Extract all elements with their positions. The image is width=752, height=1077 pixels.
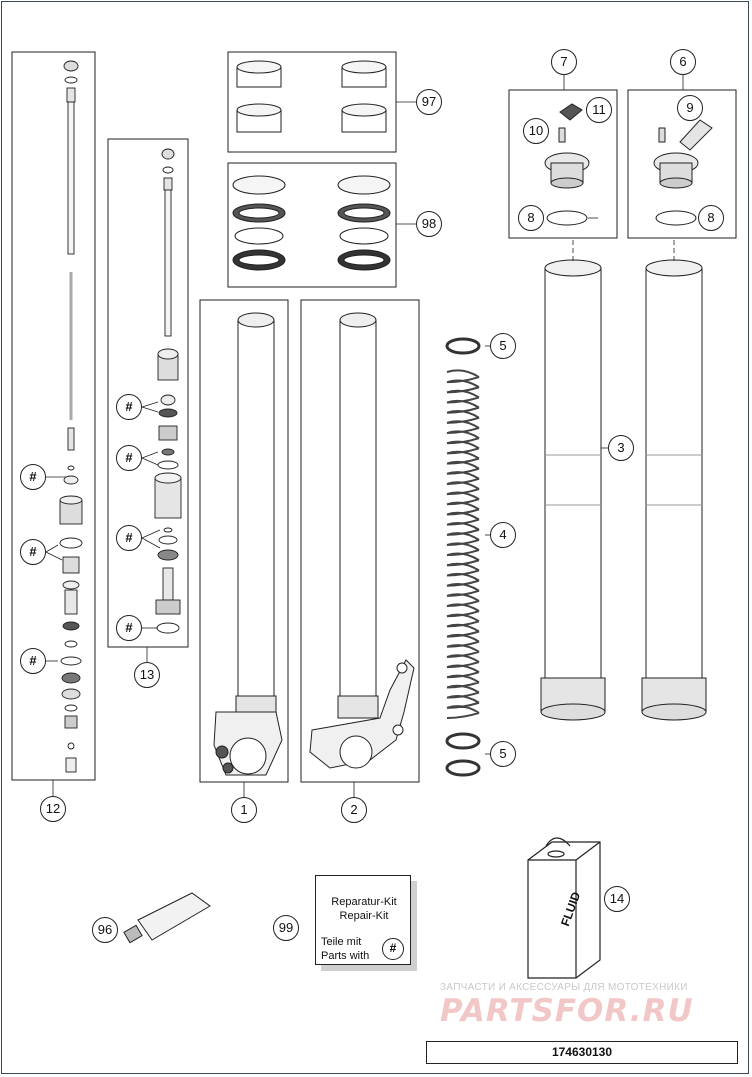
repair-kit-marker-2: # [20,539,46,565]
callout-8-right: 8 [698,205,724,231]
spring-4 [446,369,480,719]
repair-kit-marker-1: # [20,464,46,490]
drawing-number-box: 174630130 [426,1041,738,1064]
callout-99: 99 [273,915,299,941]
group-box-6 [627,89,737,239]
group-box-98 [227,162,397,288]
callout-7: 7 [551,49,577,75]
repair-kit-title-en: Repair-Kit [339,910,389,922]
screw-cap-6 [653,119,713,226]
callout-13: 13 [134,662,160,688]
repair-kit-title-de: Reparatur-Kit [331,896,397,908]
repair-kit-marker-3: # [20,648,46,674]
callout-6: 6 [670,49,696,75]
callout-8-left: 8 [518,205,544,231]
callout-1: 1 [231,797,257,823]
repair-kit-marker-6: # [116,525,142,551]
damper-rod-13 [154,148,182,634]
callout-11: 11 [586,97,612,123]
callout-9: 9 [677,95,703,121]
callout-10: 10 [523,118,549,144]
repair-kit-marker-4: # [116,394,142,420]
outer-tube-left-1 [213,312,283,776]
callout-97: 97 [416,89,442,115]
group-box-12 [11,51,96,781]
seals-98 [232,175,391,271]
callout-96: 96 [92,917,118,943]
group-box-7 [508,89,618,239]
repair-kit-parts-de: Teile mit [321,936,362,948]
repair-kit-marker-5: # [116,445,142,471]
group-box-13 [107,138,189,648]
callout-3: 3 [608,435,634,461]
callout-14: 14 [604,886,630,912]
watermark-tagline: ЗАПЧАСТИ И АКСЕССУАРЫ ДЛЯ МОТОТЕХНИКИ [440,982,688,993]
spring-seat-5-bottom [445,732,481,777]
watermark-brand: PARTSFOR.RU [440,993,694,1029]
repair-kit-box-99: Reparatur-Kit Repair-Kit Teile mit Parts… [315,875,419,971]
inner-tube-left-3 [540,259,606,721]
outer-tube-right-2 [309,312,415,769]
callout-5-bottom: 5 [490,741,516,767]
group-box-2 [300,299,420,783]
repair-kit-card: Reparatur-Kit Repair-Kit Teile mit Parts… [315,875,411,965]
damper-cartridge-12 [59,60,83,773]
callout-4: 4 [490,522,516,548]
callout-12: 12 [40,796,66,822]
screw-cap-7 [544,103,590,226]
repair-kit-symbol: # [382,938,404,960]
bushings-97 [236,60,387,133]
callout-98: 98 [416,211,442,237]
repair-kit-marker-7: # [116,615,142,641]
repair-kit-parts-en: Parts with [321,950,370,962]
spring-seat-5-top [445,337,481,355]
inner-tube-right-3 [641,259,707,721]
grease-tube-96 [123,892,211,944]
callout-2: 2 [341,797,367,823]
callout-5-top: 5 [490,333,516,359]
fork-oil-can-14 [527,837,601,979]
leader-lines [45,75,705,797]
